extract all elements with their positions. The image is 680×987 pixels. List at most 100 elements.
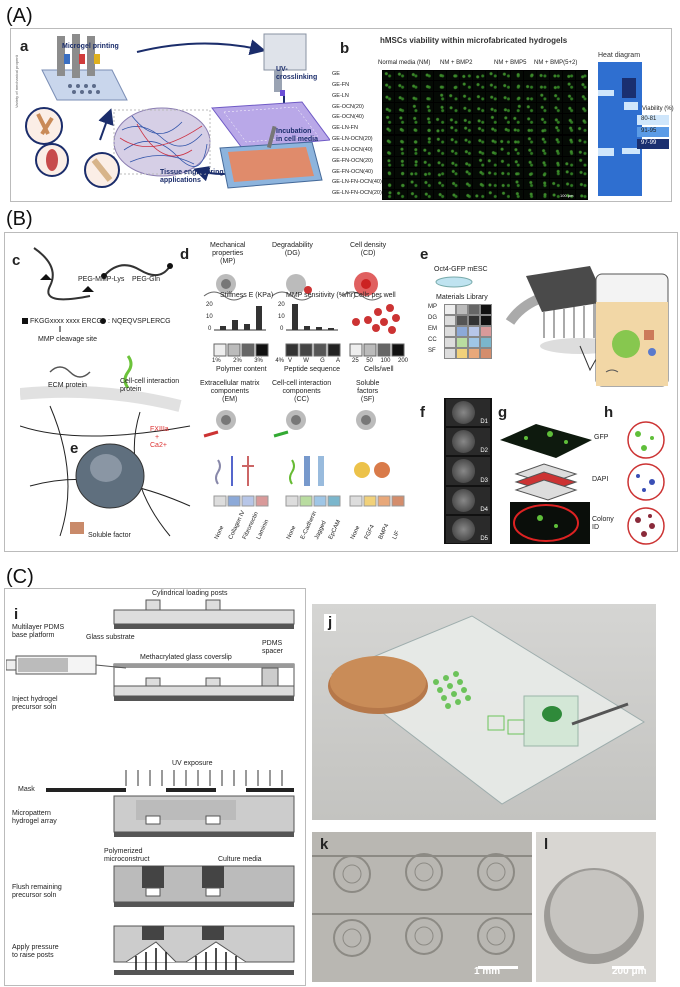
viability-image-cell	[459, 157, 472, 167]
viability-image-cell	[485, 70, 498, 81]
row-label: GE-LN-FN-OCN(40)	[332, 179, 382, 186]
device-photo-svg	[328, 615, 645, 805]
viability-image-cell	[511, 113, 524, 124]
viability-image-cell	[485, 81, 498, 92]
label-mask: Mask	[18, 786, 35, 793]
library-swatch	[468, 337, 480, 348]
label-ca: Ca2+	[150, 442, 167, 449]
sf-item: BMP4	[378, 523, 391, 541]
legend-swatch-light: 80-81	[637, 115, 669, 125]
library-swatch	[480, 304, 492, 315]
viability-image-cell	[485, 92, 498, 102]
panel-a-label-uv: UV- crosslinking	[276, 66, 318, 81]
viability-image-cell	[524, 178, 536, 189]
panel-label-e: e	[416, 246, 433, 263]
viability-image-cell	[395, 189, 408, 200]
viability-image-cell	[459, 178, 472, 189]
viability-image-cell	[382, 92, 395, 102]
viability-image-cell	[421, 135, 433, 146]
viability-image-cell	[446, 92, 459, 102]
panel-b-frame	[4, 232, 678, 552]
pep-value: G	[320, 358, 325, 364]
poly-values: 1%2%3%4%	[212, 358, 284, 364]
column-header: NM + BMP(5+2)	[534, 60, 578, 66]
viability-image-cell	[549, 135, 562, 146]
viability-image-cell	[575, 189, 588, 200]
viability-image-cell	[498, 189, 511, 200]
viability-image-cell	[562, 146, 575, 157]
row-label: GE-LN-OCN(40)	[332, 146, 373, 153]
label-uv-exposure: UV exposure	[172, 760, 213, 767]
viability-image-cell	[549, 178, 562, 189]
panel-label-g: g	[494, 404, 512, 421]
viability-image-cell	[562, 81, 575, 92]
viability-image-cell	[408, 146, 421, 157]
viability-image-cell	[537, 157, 549, 167]
viability-image-cell	[434, 157, 446, 167]
timelapse-day-label: D1	[480, 419, 488, 426]
library-swatch	[480, 326, 492, 337]
viability-image-cell	[511, 189, 524, 200]
viability-image-cell	[459, 135, 472, 146]
viability-image-cell	[537, 146, 549, 157]
pep-value: V	[288, 358, 293, 364]
viability-image-cell	[382, 189, 395, 200]
viability-image-cell	[395, 124, 408, 135]
panel-h-illustration	[627, 421, 665, 545]
viability-image-cell	[472, 146, 485, 157]
incubation-tray-icon	[219, 141, 323, 189]
viability-image-cell	[537, 92, 549, 102]
poly-value: 1%	[212, 358, 221, 364]
viability-image-cell	[524, 70, 536, 81]
viability-image-cell	[575, 113, 588, 124]
stiff-tick: 20	[206, 302, 213, 308]
viability-image-cell	[395, 113, 408, 124]
label-polymerized: Polymerized microconstruct	[104, 848, 150, 863]
viability-image-cell	[421, 81, 433, 92]
viability-image-cell	[498, 92, 511, 102]
viability-image-cell	[446, 146, 459, 157]
viability-image-cell	[498, 103, 511, 113]
panel-label-i: i	[10, 606, 23, 623]
timelapse-frame: D3	[446, 457, 490, 485]
viability-image-cell	[511, 92, 524, 102]
row-label: GE	[332, 71, 340, 77]
viability-image-cell	[408, 168, 421, 178]
row-label: GE-LN-FN-OCN(20)	[332, 190, 382, 197]
viability-image-cell	[575, 178, 588, 189]
timelapse-day-label: D5	[480, 535, 488, 542]
cc-item: None	[286, 525, 298, 541]
viability-image-cell	[537, 113, 549, 124]
viability-image-cell	[434, 70, 446, 81]
viability-image-cell	[421, 146, 433, 157]
cc-item: EpCAM	[328, 519, 343, 541]
viability-image-cell	[575, 92, 588, 102]
viability-image-cell	[395, 70, 408, 81]
library-row-label: SF	[428, 348, 436, 354]
panel-c-illustration	[20, 247, 191, 537]
photo-array	[312, 832, 532, 982]
viability-image-cell	[382, 168, 395, 178]
panel-label-j: j	[324, 614, 337, 631]
viability-image-cell	[575, 146, 588, 157]
viability-image-cell	[511, 70, 524, 81]
row-label: GE-FN-OCN(40)	[332, 168, 373, 175]
label-dapi: DAPI	[592, 476, 609, 483]
viability-image-cell	[395, 146, 408, 157]
viability-image-cell	[575, 135, 588, 146]
viability-image-cell	[395, 178, 408, 189]
viability-image-cell	[382, 124, 395, 135]
legend-swatch-dark: 97-99	[637, 139, 669, 149]
viability-image-cell	[421, 168, 433, 178]
viability-image-cell	[537, 124, 549, 135]
label-cells-per-well: Cells per well	[354, 292, 396, 299]
viability-image-cell	[459, 168, 472, 178]
viability-image-cell	[395, 81, 408, 92]
uv-box-icon	[263, 33, 307, 96]
cell-value: 25	[352, 358, 359, 364]
panel-d-illustration	[203, 272, 405, 507]
viability-image-cell	[446, 157, 459, 167]
